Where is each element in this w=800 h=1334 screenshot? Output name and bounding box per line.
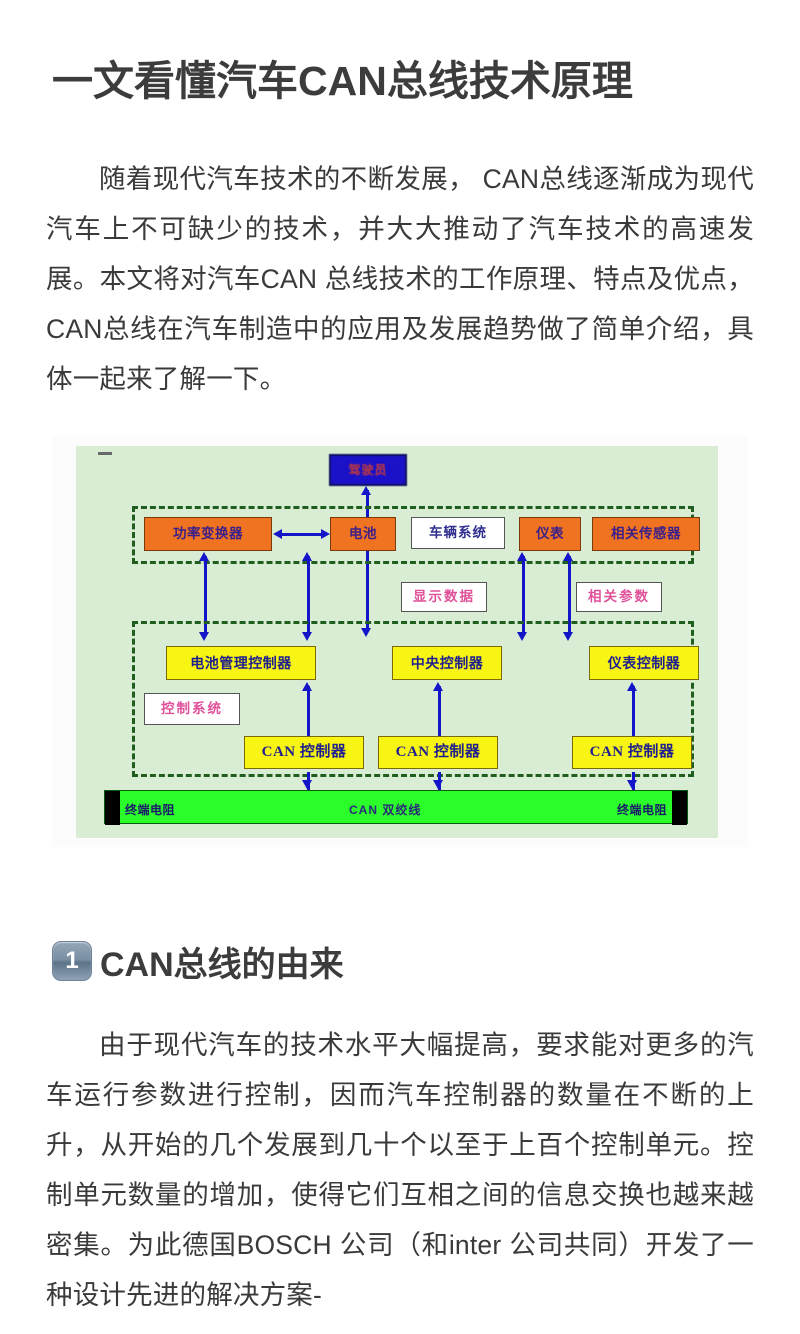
bus-name-label: CAN 双绞线 (349, 802, 422, 817)
arrow-head-converter-up (199, 551, 209, 561)
arrow-head-converter-down (199, 631, 209, 641)
can-bus-bar: 终端电阻 CAN 双绞线 终端电阻 (104, 789, 688, 825)
arrow-line-converter-battery (280, 532, 322, 536)
arrow-head-converter-left (273, 528, 282, 539)
arrow-head-sensor-up (563, 551, 573, 561)
node-related-sensor: 相关传感器 (592, 516, 700, 551)
arrow-line-instrctrl-can (632, 685, 635, 758)
node-instrument-controller: 仪表控制器 (589, 645, 699, 680)
node-battery: 电池 (330, 516, 396, 551)
node-power-converter: 功率变换器 (144, 516, 272, 551)
arrow-line-battery-down (307, 555, 310, 634)
arrow-line-instrument-down (522, 555, 525, 634)
arrow-head-can3-down (627, 779, 637, 789)
arrow-head-instrument-down (517, 631, 527, 641)
section-heading: 1 CAN总线的由来 (0, 937, 800, 986)
node-vehicle-system: 车辆系统 (411, 516, 505, 549)
arrow-head-center-down (361, 627, 371, 637)
section-paragraph: 由于现代汽车的技术水平大幅提高，要求能对更多的汽车运行参数进行控制，因而汽车控制… (46, 1029, 754, 1310)
node-can-controller-1: CAN 控制器 (244, 735, 364, 769)
label-display-data: 显示数据 (401, 581, 487, 612)
figure-tick-mark (98, 451, 112, 455)
arrow-line-center-upper (366, 559, 369, 630)
arrow-line-sensor-down (568, 555, 571, 634)
terminator-right-block (672, 790, 687, 825)
arrow-head-driver-up (361, 485, 371, 495)
can-bus-architecture-figure: 驾驶员 功率变换器 电池 车辆系统 仪表 相关传感器 显示数据 相关参数 (52, 434, 748, 847)
terminator-left-block (105, 790, 120, 825)
terminator-left-label: 终端电阻 (125, 802, 176, 817)
node-battery-mgmt-controller: 电池管理控制器 (166, 645, 316, 680)
arrow-head-instrument-up (517, 551, 527, 561)
label-control-system: 控制系统 (144, 692, 240, 725)
driver-node: 驾驶员 (329, 453, 407, 486)
arrow-head-sensor-down (563, 631, 573, 641)
intro-paragraph: 随着现代汽车技术的不断发展， CAN总线逐渐成为现代汽车上不可缺少的技术，并大大… (46, 163, 754, 394)
terminator-right-label: 终端电阻 (616, 802, 667, 817)
arrow-head-can2-down (433, 779, 443, 789)
node-can-controller-2: CAN 控制器 (378, 735, 498, 769)
arrow-line-converter-down (204, 555, 207, 634)
arrow-line-central-can (438, 685, 441, 758)
arrow-head-instrctrl-up (627, 681, 637, 691)
node-central-controller: 中央控制器 (392, 645, 502, 680)
figure-green-panel: 驾驶员 功率变换器 电池 车辆系统 仪表 相关传感器 显示数据 相关参数 (76, 445, 718, 838)
arrow-line-bms-can (307, 685, 310, 758)
section-number-badge: 1 (52, 941, 92, 982)
section-title: CAN总线的由来 (100, 945, 344, 984)
article-page: 一文看懂汽车CAN总线技术原理 随着现代汽车技术的不断发展， CAN总线逐渐成为… (0, 27, 800, 1334)
control-system-group (132, 620, 694, 777)
arrow-head-bms-up (302, 681, 312, 691)
node-can-controller-3: CAN 控制器 (572, 735, 692, 769)
label-related-params: 相关参数 (576, 581, 662, 612)
arrow-head-central-up (433, 681, 443, 691)
arrow-head-battery-up (302, 551, 312, 561)
arrow-head-can1-down (302, 779, 312, 789)
arrow-head-battery-down (302, 631, 312, 641)
node-instrument: 仪表 (519, 516, 581, 551)
arrow-head-battery-right (321, 528, 330, 539)
page-title: 一文看懂汽车CAN总线技术原理 (52, 58, 633, 105)
